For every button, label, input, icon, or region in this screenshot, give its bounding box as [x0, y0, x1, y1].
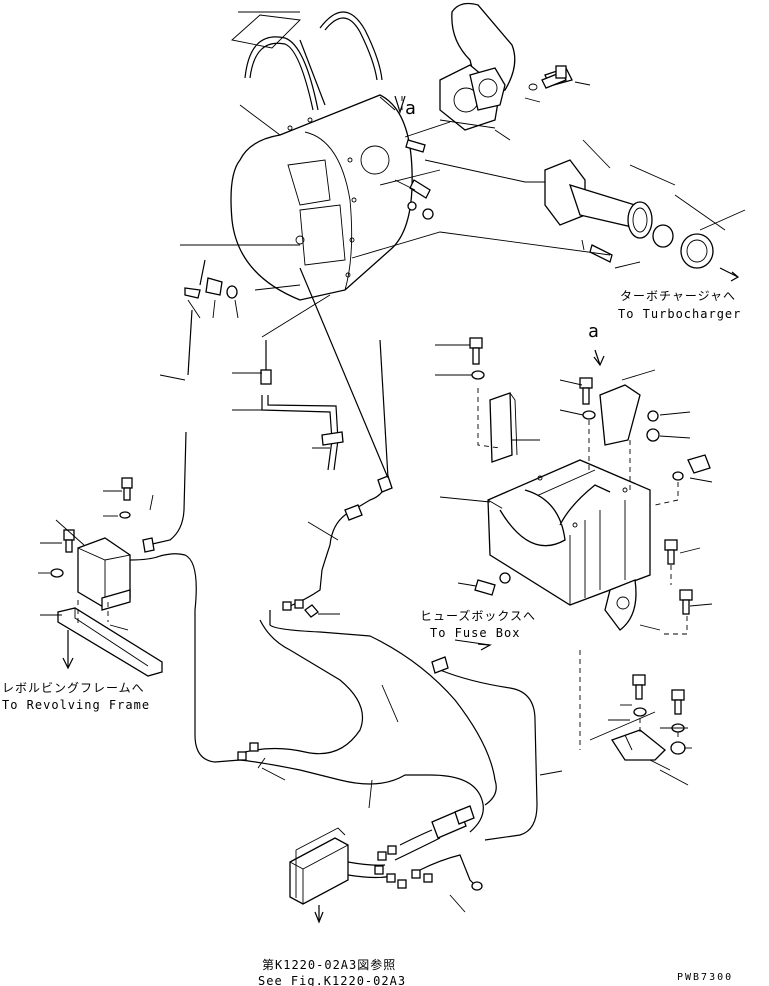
fittings-left: [184, 259, 239, 319]
turbo-connector-pipe: [544, 159, 714, 269]
fuse-label-jp: ヒューズボックスへ: [420, 608, 536, 623]
turbo-label-en: To Turbocharger: [618, 307, 741, 321]
bolts-left: [38, 477, 133, 578]
controller-unit: [289, 827, 396, 924]
drawing-number: PWB7300: [677, 972, 733, 983]
ref-a-top: a: [405, 98, 416, 119]
frame-label-jp: レボルビングフレームへ: [2, 681, 145, 695]
muffler-assembly: [230, 94, 413, 301]
ref-a-right: a: [588, 321, 599, 342]
wire-harness-left: [142, 309, 193, 553]
hose-pair: [231, 11, 383, 111]
bracket-assembly-right: [487, 384, 666, 761]
exhaust-pipe: [439, 2, 573, 131]
control-box-left: [77, 537, 241, 763]
bolts-right: [469, 337, 711, 755]
turbo-label-jp: ターボチャージャへ: [620, 289, 736, 303]
revolving-frame-mount: [40, 600, 163, 677]
leader-lines-right: [435, 344, 713, 786]
frame-label-en: To Revolving Frame: [2, 698, 150, 712]
fig-ref-en: See Fig.K1220-02A3: [258, 974, 406, 986]
leader-lines-top: [180, 11, 746, 338]
fig-ref-jp: 第K1220-02A3図参照: [262, 957, 396, 972]
connector-cluster: [374, 805, 483, 913]
fuse-label-en: To Fuse Box: [430, 626, 520, 640]
connectors-center: [237, 599, 319, 781]
sensor-bracket: [232, 340, 344, 471]
bolt-group-top: [405, 65, 567, 220]
